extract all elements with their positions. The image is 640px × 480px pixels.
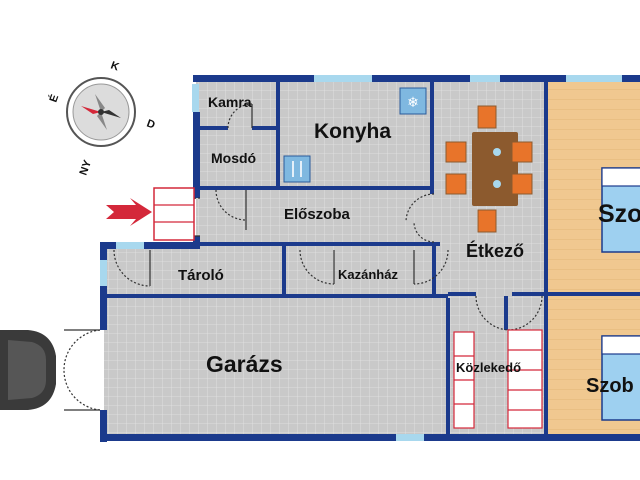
compass-south-letter: D [145, 118, 157, 132]
snowflake-icon: ❄ [399, 87, 427, 115]
room-label-kozlekedo: Közlekedő [456, 360, 521, 375]
dining-table [445, 105, 533, 233]
compass-rose [66, 77, 136, 147]
room-label-garazs: Garázs [206, 351, 283, 377]
cutlery-icon [283, 155, 311, 183]
car-icon [0, 330, 56, 410]
room-label-tarolo: Tároló [178, 267, 224, 284]
windows [100, 75, 622, 441]
room-label-szoba-bottom: Szob [586, 375, 634, 397]
room-label-mosdo: Mosdó [211, 150, 256, 166]
compass-west-letter: NY [78, 158, 95, 177]
compass-east-letter: K [109, 60, 121, 74]
room-label-konyha: Konyha [314, 120, 391, 143]
room-label-szoba-top: Szo [598, 200, 640, 228]
room-label-etkezo: Étkező [466, 240, 524, 261]
bed-icon [601, 167, 640, 421]
entrance-steps [153, 187, 195, 241]
svg-text:❄: ❄ [407, 95, 419, 111]
room-labels: Kamra Konyha Mosdó Előszoba Étkező Tárol… [178, 94, 640, 397]
stairs [453, 329, 543, 429]
compass-north-letter: É [47, 93, 62, 104]
room-label-eloszoba: Előszoba [284, 206, 351, 223]
entrance-arrow-icon [106, 198, 152, 226]
room-label-kazanhaz: Kazánház [338, 267, 398, 282]
room-label-kamra: Kamra [208, 94, 252, 110]
walls [100, 75, 640, 442]
